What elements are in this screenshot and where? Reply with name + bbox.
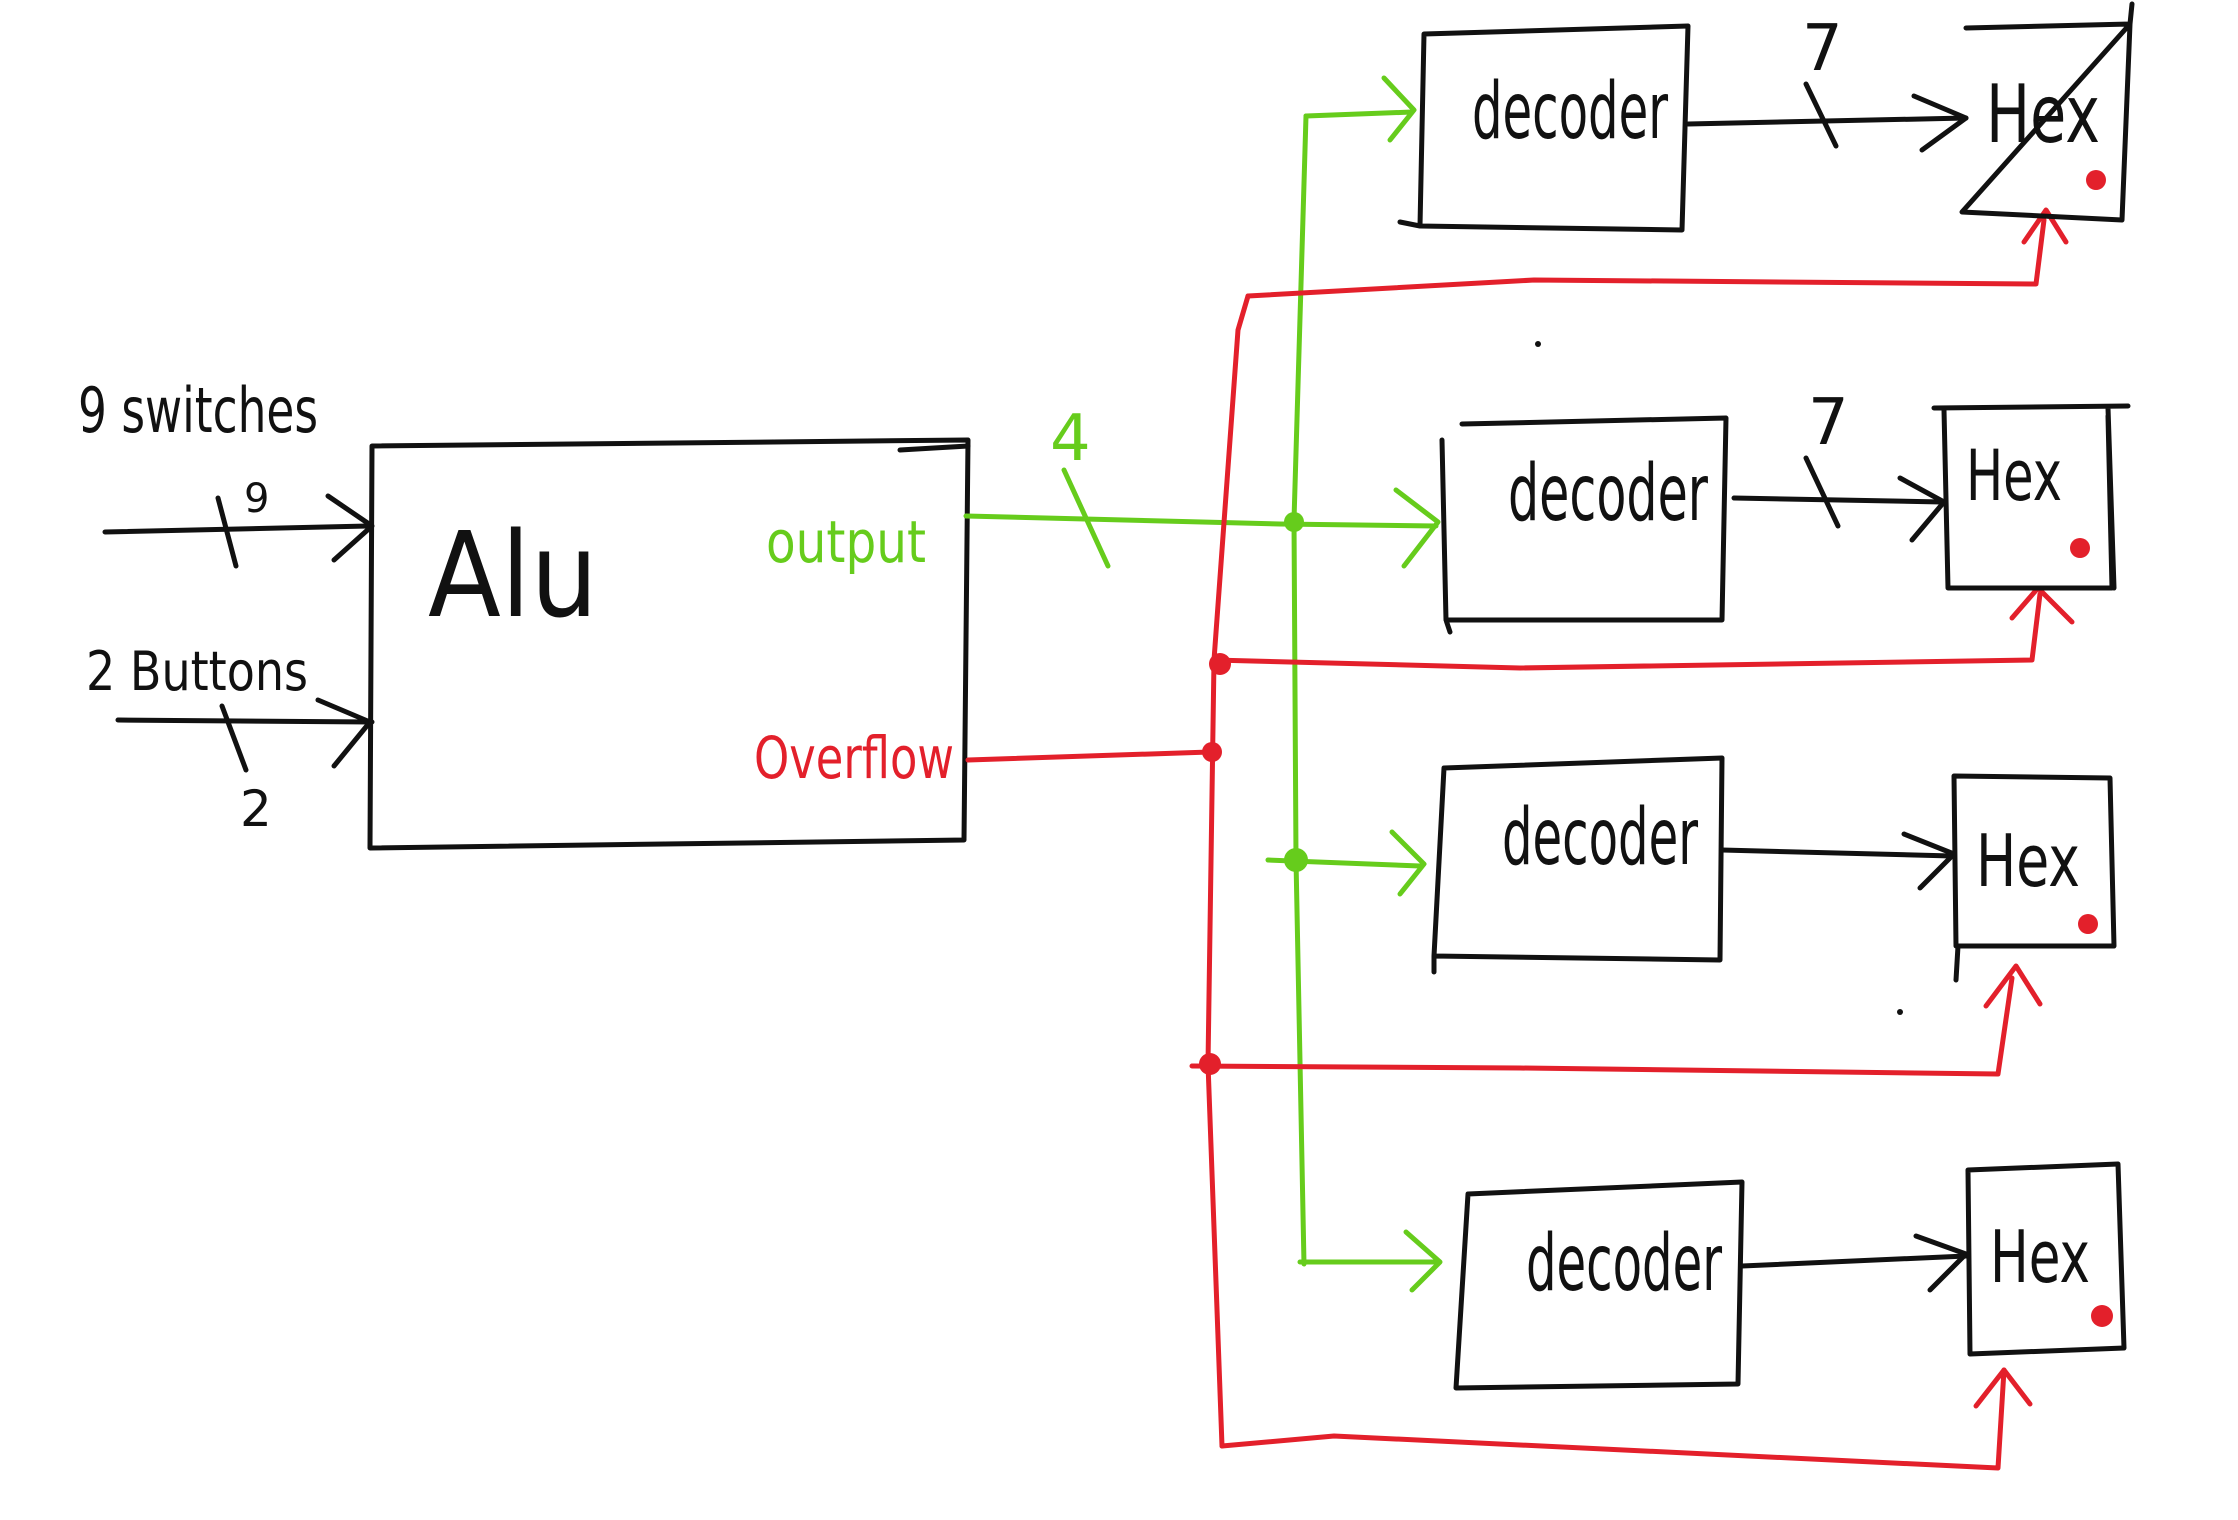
hex-decimal-point [2078,914,2098,934]
decoder-3: decoder [1431,755,1725,975]
decoder-2: decoder [1439,415,1729,635]
hex-box [1965,1161,2127,1357]
alu-label: Alu [428,506,598,644]
overflow-arrow-hex-1 [2021,207,2069,245]
ink-speck [1897,1009,1903,1015]
link-arrowhead [1897,475,1947,543]
link-bus-slash [1803,81,1839,149]
decoder-box [1397,23,1691,233]
decoder-label: decoder [1472,67,1669,157]
output-tap-decoder-1 [1303,109,1415,119]
link-wire [1685,115,1969,127]
overflow-bus-main [965,749,1213,763]
buttons-wire [115,717,375,725]
output-arrow-decoder-4 [1403,1229,1443,1293]
alu-block: Alu output Overflow [367,437,971,851]
decoder-4: decoder [1453,1179,1745,1391]
link-arrowhead [1913,1233,1969,1293]
hex-box [1931,403,2131,591]
overflow-line-hex-2 [1211,591,2043,671]
hex-display-4: Hex [1965,1161,2127,1357]
output-bus: 4 [963,75,1443,1293]
hex-display-2: Hex [1931,403,2131,591]
link-arrowhead [1911,93,1969,153]
buttons-bus-width: 2 [240,780,272,838]
hex-label: Hex [1976,819,2080,903]
buttons-label: 2 Buttons [86,640,308,703]
hex-label: Hex [1966,435,2062,517]
decoder-hex-link-1: 7 [1685,12,1969,153]
overflow-arrow-hex-4 [1973,1367,2033,1409]
overflow-junction-dot-2 [1209,653,1231,675]
alu-output-label: output [766,508,926,576]
output-bus-width: 4 [1050,402,1091,476]
link-wire [1731,495,1945,505]
overflow-arrow-hex-3 [1983,963,2043,1009]
output-bus-slash [1061,467,1111,569]
overflow-line-hex-1 [1245,217,2047,299]
hex-label: Hex [1990,1215,2090,1299]
output-arrow-decoder-1 [1381,75,1417,143]
buttons-arrowhead [315,697,373,769]
decoder-label: decoder [1526,1219,1723,1309]
overflow-junction-dot-3 [1199,1053,1221,1075]
buttons-input: 2 Buttons 2 [86,640,375,838]
decoder-hex-link-3 [1719,831,1957,891]
decoder-label: decoder [1508,449,1709,539]
overflow-arrow-hex-2 [2009,585,2075,625]
alu-box-overstroke [897,443,971,453]
decoder-label: decoder [1502,793,1699,883]
buttons-bus-slash [219,703,249,773]
overflow-bus [965,207,2075,1471]
output-arrow-decoder-2 [1393,487,1441,569]
decoder-1: decoder [1397,23,1691,233]
hex-decimal-point [2070,538,2090,558]
overflow-junction-dot-1 [1202,742,1222,762]
output-bus-trunk [1291,113,1309,1267]
decoder-hex-link-2: 7 [1731,386,1947,543]
alu-box [367,437,971,851]
ink-speck [1535,341,1541,347]
output-bus-main [963,513,1439,529]
link-bus-width: 7 [1808,386,1849,460]
hex-box [1951,773,2117,983]
hex-display-3: Hex [1951,773,2117,983]
switches-input: 9 switches 9 [78,374,375,569]
overflow-bus-trunk [1205,293,1251,1449]
overflow-line-hex-4 [1219,1367,2007,1471]
decoder-box [1439,415,1729,635]
output-arrow-decoder-3 [1389,829,1427,897]
overflow-line-hex-3 [1189,975,2015,1077]
link-wire [1719,847,1955,859]
output-junction-dot-1 [1284,512,1304,532]
link-bus-slash [1803,455,1841,529]
link-wire [1739,1253,1969,1269]
link-bus-width: 7 [1802,12,1843,86]
hex-box [1959,1,2135,223]
switches-wire [102,523,371,535]
decoder-box [1453,1179,1745,1391]
switches-bus-slash [215,495,239,569]
hex-decimal-point [2091,1305,2113,1327]
alu-overflow-label: Overflow [754,724,954,792]
decoder-box [1431,755,1725,975]
hex-decimal-point [2086,170,2106,190]
link-arrowhead [1901,831,1957,891]
output-junction-dot-2 [1284,848,1308,872]
decoder-hex-link-4 [1739,1233,1969,1293]
hex-label: Hex [1986,68,2100,161]
switches-label: 9 switches [78,374,318,447]
switches-bus-width: 9 [244,476,269,522]
hex-display-1: Hex [1959,1,2135,223]
